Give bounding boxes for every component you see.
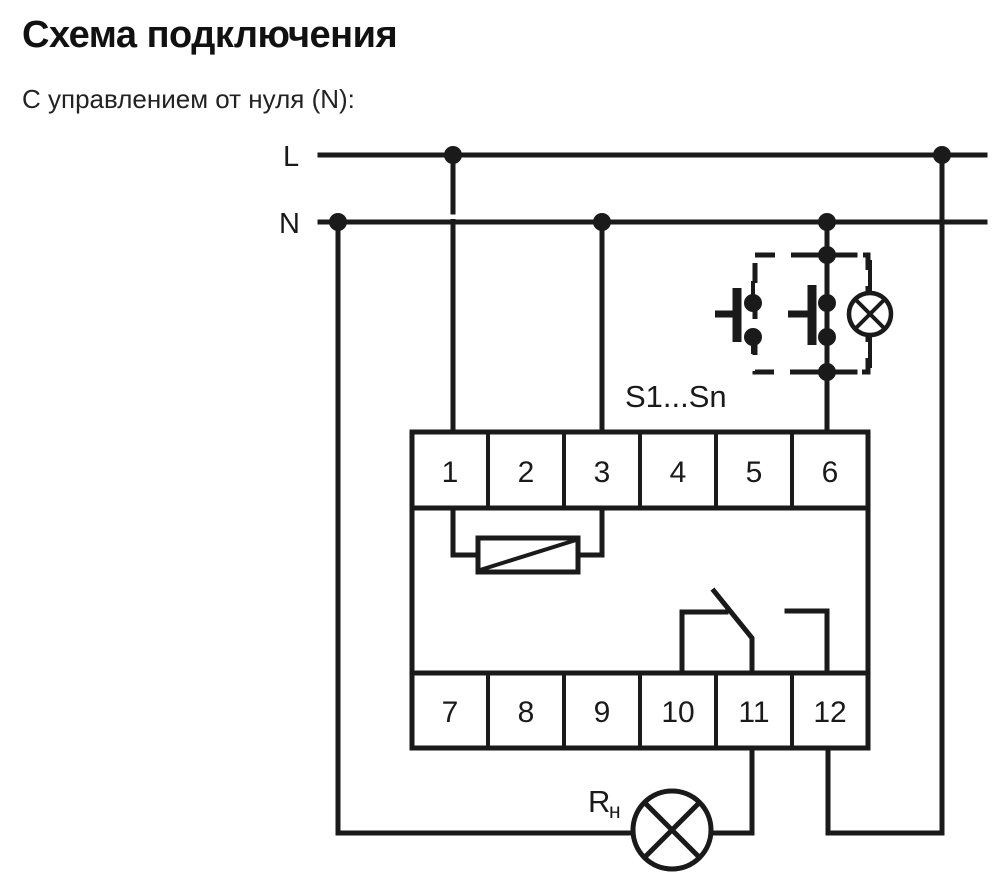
neutral-rail-group bbox=[317, 213, 988, 231]
contact-moving-blade-terminal-11 bbox=[710, 587, 755, 676]
terminal-label-10: 10 bbox=[661, 696, 694, 729]
coil-lead-left bbox=[450, 505, 481, 558]
junction-dot-buttons-bottom bbox=[818, 363, 836, 381]
coil-lead-right bbox=[575, 505, 605, 558]
push-button-block bbox=[715, 246, 894, 381]
terminal-label-2: 2 bbox=[518, 456, 535, 489]
terminal-label-11: 11 bbox=[738, 696, 769, 729]
junction-dot-buttons-top bbox=[818, 246, 836, 264]
terminal-label-1: 1 bbox=[442, 456, 459, 489]
push-button-sn-contact-top bbox=[818, 294, 836, 312]
load-circuit bbox=[630, 745, 831, 872]
push-button-s1[interactable] bbox=[715, 281, 762, 354]
terminal-label-7: 7 bbox=[442, 696, 459, 729]
terminal-label-12: 12 bbox=[813, 696, 846, 729]
load-label: R bbox=[588, 784, 610, 819]
contact-no-terminal-12 bbox=[784, 608, 830, 676]
push-button-s1-contact-bottom bbox=[744, 328, 762, 346]
switch-group-label: S1...Sn bbox=[625, 379, 727, 414]
rail-label-N: N bbox=[279, 208, 300, 240]
push-button-sn-contact-bottom bbox=[818, 328, 836, 346]
terminal-label-3: 3 bbox=[594, 456, 611, 489]
push-button-s1-contact-top bbox=[744, 294, 762, 312]
terminal-label-5: 5 bbox=[746, 456, 763, 489]
terminal-label-6: 6 bbox=[822, 456, 839, 489]
push-button-dashed-outline bbox=[752, 252, 871, 375]
page-title: Схема подключения bbox=[22, 14, 398, 56]
push-button-sn[interactable] bbox=[788, 285, 836, 346]
load-lamp-cross-2 bbox=[643, 801, 701, 859]
contact-nc-terminal-10 bbox=[679, 609, 729, 676]
changeover-contact bbox=[679, 587, 830, 676]
terminal-label-9: 9 bbox=[594, 696, 611, 729]
page-subtitle: С управлением от нуля (N): bbox=[22, 84, 355, 114]
line-rail-group bbox=[317, 146, 988, 164]
terminal-label-4: 4 bbox=[670, 456, 687, 489]
coil-diagonal bbox=[479, 538, 577, 572]
crossing-gap-L-over-N bbox=[443, 214, 463, 219]
indicator-lamp bbox=[846, 260, 894, 368]
device-body: 1 2 3 4 5 6 7 8 9 10 11 12 bbox=[409, 429, 871, 751]
relay-coil bbox=[450, 505, 605, 575]
terminal-label-8: 8 bbox=[518, 696, 535, 729]
indicator-lamp-cross-2 bbox=[854, 298, 886, 330]
rail-label-L: L bbox=[283, 141, 299, 173]
load-label-subscript: н bbox=[609, 800, 621, 823]
